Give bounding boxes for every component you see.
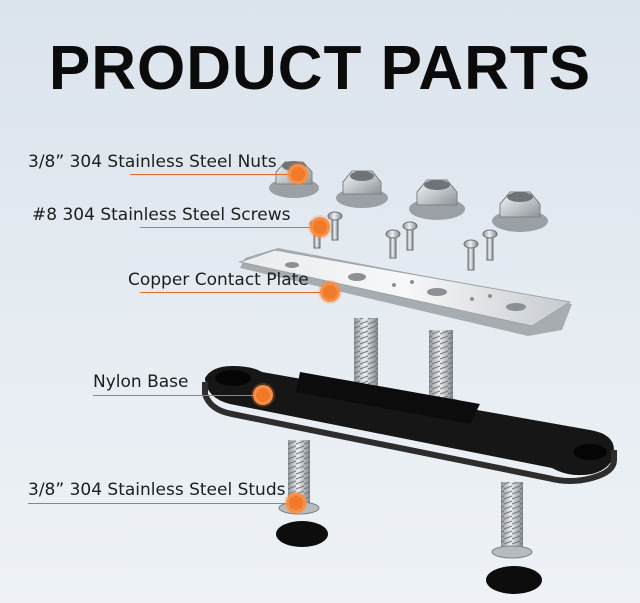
leader-contact-plate	[140, 292, 330, 293]
nylon-base-shape	[205, 366, 614, 481]
label-contact-plate: Copper Contact Plate	[128, 270, 309, 290]
leader-screws	[140, 227, 320, 228]
label-screws: #8 304 Stainless Steel Screws	[32, 205, 290, 225]
callout-dot-nuts	[288, 164, 308, 184]
callout-dot-contact-plate	[320, 282, 340, 302]
screw-pair-2	[386, 222, 417, 258]
nut-2	[336, 171, 388, 208]
leader-studs	[28, 503, 296, 504]
nut-3	[409, 180, 465, 220]
label-studs: 3/8” 304 Stainless Steel Studs	[28, 480, 285, 500]
screw-pair-3	[464, 230, 497, 270]
leader-nylon-base	[93, 395, 263, 396]
lower-studs	[276, 440, 542, 594]
callout-dot-studs	[286, 493, 306, 513]
nut-4	[492, 192, 548, 232]
leader-nuts	[130, 174, 298, 175]
label-nuts: 3/8” 304 Stainless Steel Nuts	[28, 152, 277, 172]
label-nylon-base: Nylon Base	[93, 372, 188, 392]
callout-dot-screws	[310, 217, 330, 237]
callout-dot-nylon-base	[253, 385, 273, 405]
